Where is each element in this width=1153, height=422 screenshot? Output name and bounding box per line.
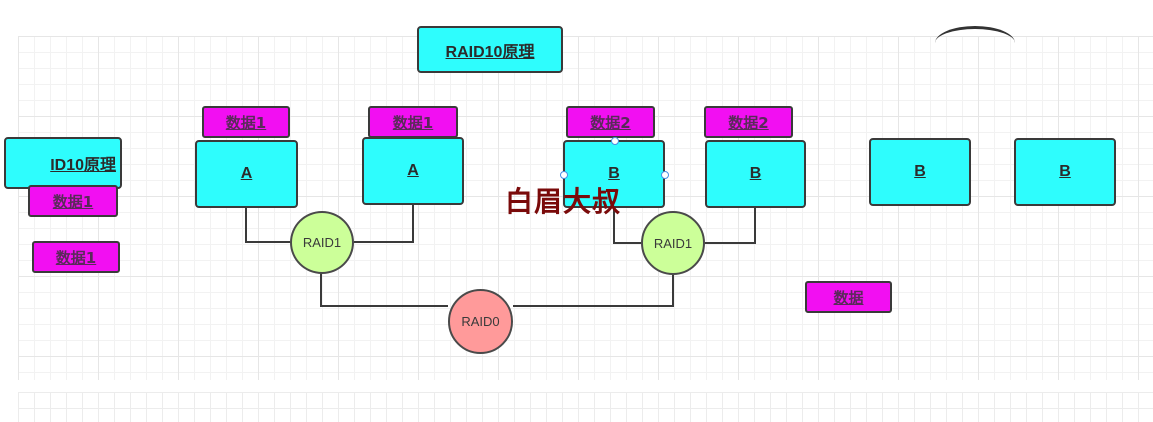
- data-tag[interactable]: 数据1: [28, 185, 118, 217]
- data-tag[interactable]: 数据2: [704, 106, 793, 138]
- disk-box[interactable]: B: [705, 140, 806, 208]
- resize-handle[interactable]: [661, 171, 669, 179]
- grid-strip: [18, 392, 1153, 422]
- partial-shape: [935, 26, 1015, 43]
- title-box-partial[interactable]: ID10原理: [4, 137, 122, 189]
- raid1-node[interactable]: RAID1: [290, 211, 354, 274]
- title-box[interactable]: RAID10原理: [417, 26, 563, 73]
- data-tag[interactable]: 数据: [805, 281, 892, 313]
- data-tag[interactable]: 数据1: [368, 106, 458, 138]
- diagram-canvas[interactable]: [18, 36, 1153, 380]
- data-tag[interactable]: 数据1: [202, 106, 290, 138]
- watermark: 白眉大叔: [505, 185, 622, 218]
- disk-box[interactable]: A: [362, 137, 464, 205]
- disk-box[interactable]: B: [869, 138, 971, 206]
- resize-handle[interactable]: [611, 137, 619, 145]
- raid0-node[interactable]: RAID0: [448, 289, 513, 354]
- disk-box[interactable]: B: [1014, 138, 1116, 206]
- data-tag[interactable]: 数据1: [32, 241, 120, 273]
- disk-box-selected[interactable]: B: [563, 140, 665, 208]
- data-tag[interactable]: 数据2: [566, 106, 655, 138]
- resize-handle[interactable]: [560, 171, 568, 179]
- disk-box[interactable]: A: [195, 140, 298, 208]
- raid1-node[interactable]: RAID1: [641, 211, 705, 275]
